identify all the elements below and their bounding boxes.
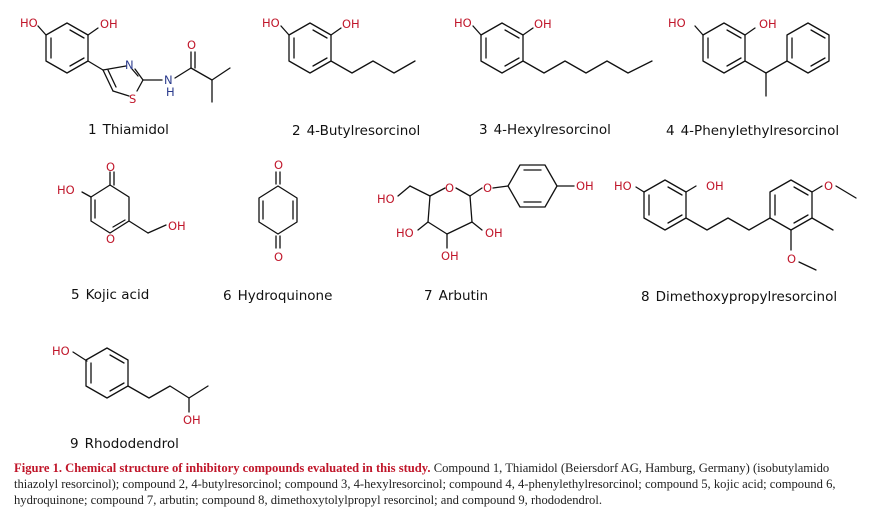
atom-o: O: [445, 181, 454, 195]
atom-o: O: [274, 250, 283, 264]
atom-oh: OH: [183, 413, 201, 427]
atom-ho: HO: [614, 179, 632, 193]
structure-4-phenylethylresorcinol: HO OH: [668, 16, 830, 97]
caption-text: Compound 1, Thiamidol (Beiersdorf AG, Ha…: [14, 461, 836, 507]
atom-ho: HO: [668, 16, 686, 30]
atom-ho: HO: [262, 16, 280, 30]
atom-oh: OH: [706, 179, 724, 193]
atom-s: S: [129, 92, 136, 106]
structure-hydroquinone: O O: [258, 158, 298, 264]
atom-oh: OH: [576, 179, 594, 193]
atom-o: O: [787, 252, 796, 266]
structure-4-butylresorcinol: HO OH: [262, 16, 416, 74]
atom-oh: OH: [342, 17, 360, 31]
atom-n: N: [125, 58, 134, 72]
structure-dimethoxypropylresorcinol: HO OH O O: [614, 179, 857, 271]
figure-caption: Figure 1. Chemical structure of inhibito…: [14, 460, 872, 508]
chemical-structures: .b { stroke: #111111; stroke-width: 1.3;…: [20, 16, 857, 427]
atom-oh: OH: [168, 219, 186, 233]
atom-oh: OH: [534, 17, 552, 31]
atom-ho: HO: [52, 344, 70, 358]
atom-ho: HO: [20, 16, 38, 30]
caption-title: Figure 1. Chemical structure of inhibito…: [14, 461, 431, 475]
atom-o: O: [274, 158, 283, 172]
atom-oh: OH: [441, 249, 459, 263]
structure-thiamidol: HO OH N S N H O: [20, 16, 231, 106]
atom-h: H: [166, 85, 175, 99]
atom-ho: HO: [396, 226, 414, 240]
atom-n: N: [164, 73, 173, 87]
atom-oh: OH: [100, 17, 118, 31]
atom-o: O: [483, 181, 492, 195]
atom-ho: HO: [57, 183, 75, 197]
atom-o: O: [824, 179, 833, 193]
structure-kojic-acid: O HO O OH: [57, 160, 186, 246]
structure-arbutin: HO O O HO OH OH OH: [377, 164, 594, 263]
atom-o: O: [187, 38, 196, 52]
atom-o: O: [106, 160, 115, 174]
atom-oh: OH: [759, 17, 777, 31]
atom-oh: OH: [485, 226, 503, 240]
atom-o: O: [106, 232, 115, 246]
atom-ho: HO: [454, 16, 472, 30]
structure-rhododendrol: HO OH: [52, 344, 209, 427]
structure-4-hexylresorcinol: HO OH: [454, 16, 653, 74]
atom-ho: HO: [377, 192, 395, 206]
